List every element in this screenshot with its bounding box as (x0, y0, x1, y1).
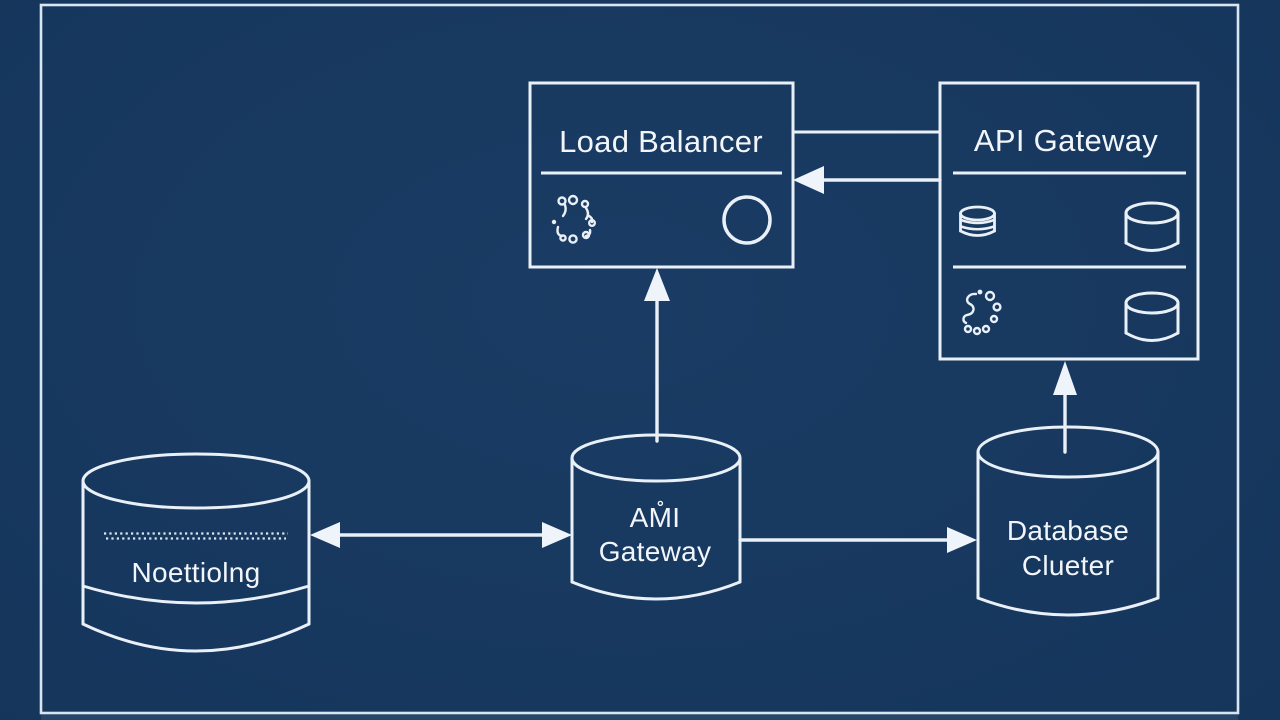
middle-cylinder-bottom (570, 580, 742, 601)
api-gateway-title: API Gateway (974, 123, 1158, 158)
circle-icon (722, 195, 772, 245)
right-cylinder-label-line2: Clueter (1022, 550, 1114, 581)
right-cylinder-bottom (976, 596, 1160, 617)
arrowhead-left-icon (310, 522, 340, 548)
left-cylinder-node: Noettiolng (81, 452, 311, 653)
left-cylinder-top (81, 452, 311, 510)
arrowhead-right-icon (947, 527, 977, 553)
arrowhead-right-icon (542, 522, 572, 548)
middle-cylinder-sides (570, 456, 742, 584)
load-balancer-title: Load Balancer (559, 124, 763, 159)
database-cylinder-icon-bottom (1124, 291, 1180, 342)
load-balancer-box (528, 81, 795, 269)
left-cylinder-bottom (81, 622, 311, 653)
right-cylinder-sides (976, 450, 1160, 600)
left-cylinder-seam (81, 584, 311, 605)
outer-frame (39, 3, 1240, 715)
arrowhead-left-icon (793, 166, 824, 194)
scatter-dots-icon (551, 194, 597, 244)
left-cylinder-label: Noettiolng (131, 557, 260, 588)
middle-cylinder-label-line2: Gateway (599, 536, 712, 567)
right-cylinder-label-line1: Database (1007, 515, 1129, 546)
dotted-spiral-icon (962, 289, 1002, 336)
right-cylinder-top (976, 425, 1160, 479)
api-gateway-box (938, 81, 1200, 361)
middle-cylinder-label-line1: AM̊I (630, 500, 681, 533)
disk-icon (959, 205, 996, 237)
right-cylinder-node: Database Clueter (976, 425, 1160, 617)
middle-cylinder-node: AM̊I Gateway (570, 433, 742, 601)
left-cylinder-sides (81, 479, 311, 626)
load-balancer-node: Load Balancer (528, 81, 795, 269)
arrowhead-up-icon (644, 268, 670, 301)
edges (310, 130, 1077, 553)
api-gateway-node: API Gateway (938, 81, 1200, 361)
frame-bottom-strip (41, 714, 1238, 720)
arrowhead-up-icon (1053, 361, 1077, 395)
database-cylinder-icon-top (1124, 201, 1180, 252)
